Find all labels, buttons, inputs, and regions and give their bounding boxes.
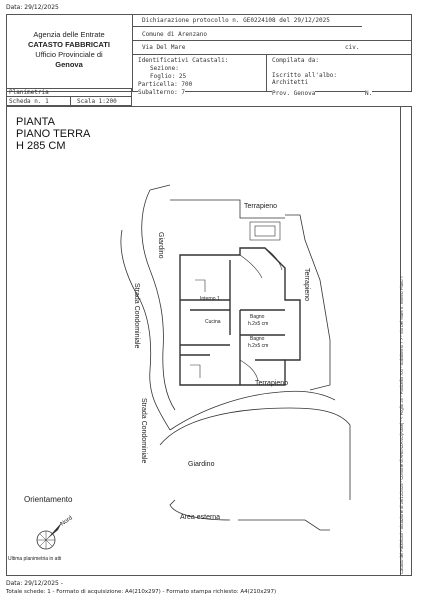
room-labels: Interno 1 Cucina Bagno h.2x5 cm Bagno h.… — [200, 296, 268, 349]
terrapieno-right-label: Terrapieno — [303, 268, 310, 301]
terrapieno-right-edge — [285, 214, 331, 391]
particella-value: Particella: 700 — [138, 81, 193, 88]
orientamento-label: Orientamento — [24, 495, 73, 504]
last-plan-label: Ultima planimetria in atti — [8, 556, 61, 562]
street-text: Via Del Mare — [142, 44, 186, 51]
catasto-title: CATASTO FABBRICATI — [28, 40, 110, 49]
scala-label: Scala 1:200 — [77, 98, 117, 105]
sheet-divider — [70, 96, 71, 106]
plan-title-2: PIANO TERRA — [16, 128, 91, 140]
protocol-text: Dichiarazione protocollo n. GE0224108 de… — [142, 17, 330, 24]
agency-name: Agenzia delle Entrate — [33, 30, 105, 39]
strada-label-2: Strada Condominiale — [140, 398, 147, 463]
province-name: Genova — [55, 60, 83, 69]
sheet-box — [6, 88, 132, 106]
ufficio-label: Ufficio Provinciale di — [35, 50, 103, 59]
terrapieno-bottom-edge — [169, 390, 336, 431]
plan-title-3: H 285 CM — [16, 140, 66, 152]
compass-rose-icon: Nord — [36, 515, 74, 550]
boundary-left-inner — [141, 189, 176, 411]
interno-label: Interno 1 — [200, 296, 220, 302]
albo-value: Architetti — [272, 79, 309, 86]
terrapieno-top-label: Terrapieno — [244, 203, 277, 210]
terrapieno-top-edge — [170, 199, 285, 219]
plan-title: PIANTA PIANO TERRA H 285 CM — [16, 116, 90, 152]
bagno1-label: Bagno — [250, 314, 265, 320]
giardino-bottom-label: Giardino — [188, 461, 215, 468]
bagno2-label: Bagno — [250, 336, 265, 342]
header-divider — [132, 14, 133, 92]
boundary-left-outer — [120, 229, 171, 431]
foglio-value: Foglio: 25 — [150, 73, 187, 80]
area-esterna-right — [238, 519, 330, 531]
agency-block: Agenzia delle Entrate CATASTO FABBRICATI… — [6, 30, 132, 70]
building-details — [190, 221, 283, 381]
decl-line-2 — [132, 40, 412, 41]
giardino-left-label: Giardino — [157, 232, 164, 259]
side-text: Catasto dei Fabbricati - Situazione al 2… — [399, 275, 404, 574]
side-strip-divider — [400, 106, 401, 576]
albo-label: Iscritto all'albo: — [272, 72, 338, 79]
id-divider — [266, 54, 267, 92]
decl-line-1 — [132, 26, 362, 27]
plan-frame — [6, 106, 412, 576]
top-date: Data: 29/12/2025 — [6, 4, 59, 11]
identificativi-heading: Identificativi Catastali: — [138, 57, 229, 64]
prov-label: Prov. Genova — [272, 90, 316, 97]
sezione-label: Sezione: — [150, 65, 179, 72]
scheda-label: Scheda n. 1 — [9, 98, 49, 105]
sheet-line — [6, 96, 132, 97]
area-esterna-label: Area esterna — [180, 514, 220, 521]
bagno2-height: h.2x5 cm — [248, 343, 268, 349]
plan-title-1: PIANTA — [16, 116, 55, 128]
nord-label: Nord — [60, 515, 74, 527]
terrapieno-bottom-label: Terrapieno — [255, 380, 288, 387]
decl-line-3 — [132, 54, 412, 55]
header-frame — [6, 14, 412, 92]
footer-summary: Totale schede: 1 - Formato di acquisizio… — [6, 589, 277, 595]
boundary-top-left — [149, 184, 171, 191]
building-walls — [179, 247, 301, 386]
planimetria-label: Planimetria — [9, 89, 49, 96]
comune-text: Comune di Arenzano — [142, 31, 208, 38]
footer-date: Data: 29/12/2025 - — [6, 580, 63, 587]
garden-bottom-edge — [159, 407, 351, 500]
area-esterna-edge — [169, 499, 231, 521]
civ-label: civ. — [345, 44, 360, 51]
strada-label-1: Strada Condominiale — [133, 283, 140, 348]
subalterno-value: Subalterno: 7 — [138, 89, 185, 96]
area-labels: Terrapieno Terrapieno Giardino Area este… — [133, 203, 310, 521]
compilata-heading: Compilata da: — [272, 57, 319, 64]
cucina-label: Cucina — [205, 319, 221, 325]
bagno1-height: h.2x5 cm — [248, 321, 268, 327]
n-label: N. — [365, 90, 373, 97]
